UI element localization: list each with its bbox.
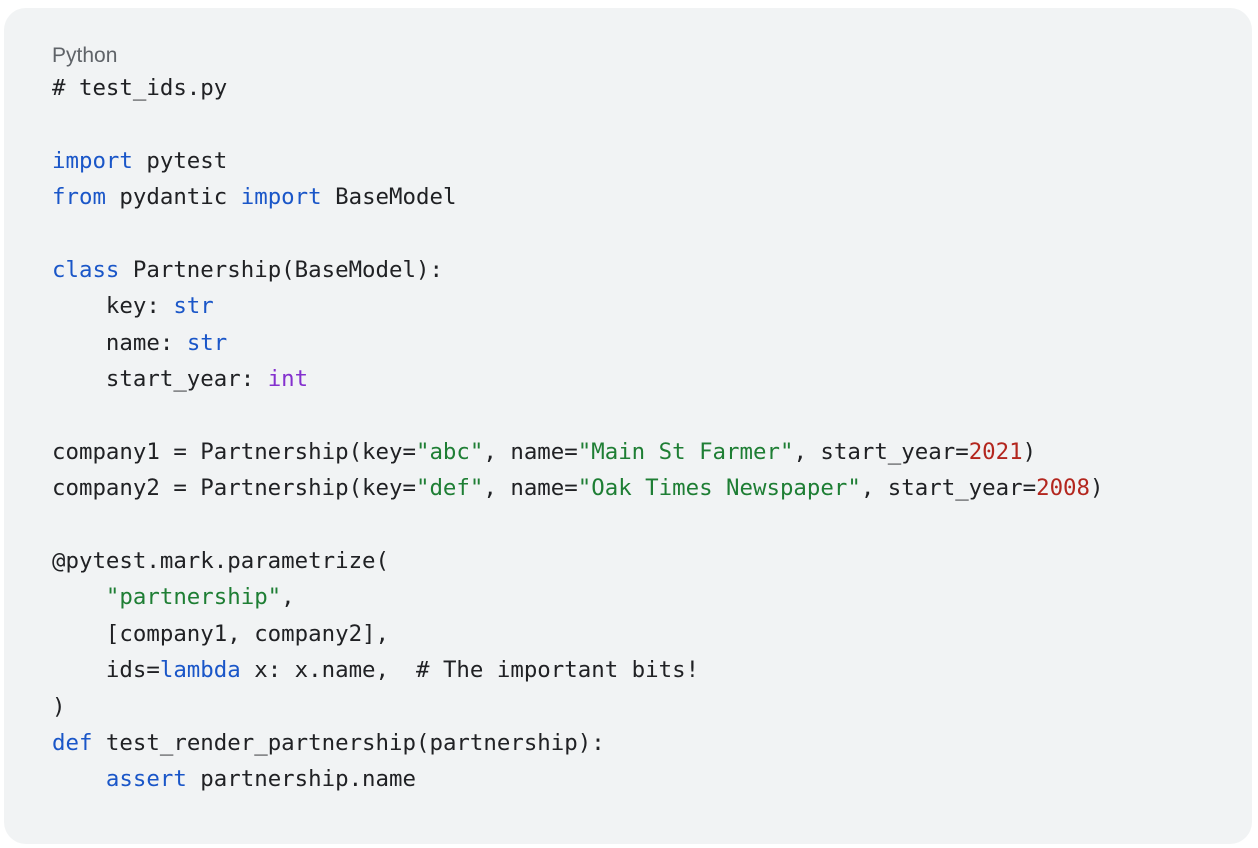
- code-line: [52, 507, 1104, 543]
- code-token: company2 = Partnership(key=: [52, 475, 416, 502]
- code-token: ): [1022, 438, 1037, 465]
- code-token: lambda: [159, 657, 241, 684]
- code-token: [52, 584, 106, 610]
- code-token: str: [186, 329, 228, 356]
- code-token: partnership.name: [186, 766, 416, 793]
- code-token: ,: [281, 584, 295, 611]
- code-token: "abc": [415, 438, 484, 465]
- code-token: , name=: [483, 475, 578, 502]
- code-token: "def": [415, 475, 484, 502]
- code-line: class Partnership(BaseModel):: [52, 252, 1104, 288]
- code-token: 2021: [968, 438, 1023, 465]
- code-token: key:: [52, 293, 174, 320]
- code-line: ids=lambda x: x.name, # The important bi…: [52, 652, 1104, 688]
- code-token: test_render_partnership(partnership):: [92, 730, 605, 757]
- code-token: "Oak Times Newspaper": [577, 475, 861, 502]
- code-token: start_year:: [52, 366, 268, 393]
- code-token: BaseModel: [321, 184, 457, 211]
- code-token: @pytest.mark.parametrize(: [52, 548, 390, 575]
- code-token: 2008: [1036, 475, 1091, 502]
- code-token: # test_ids.py: [52, 75, 228, 101]
- code-token: [company1, company2],: [52, 620, 390, 647]
- code-line: import pytest: [52, 143, 1104, 179]
- code-line: company2 = Partnership(key="def", name="…: [52, 470, 1104, 506]
- code-line: company1 = Partnership(key="abc", name="…: [52, 434, 1104, 470]
- code-token: class: [52, 256, 120, 283]
- code-token: # The important bits!: [415, 657, 700, 684]
- code-token: from: [52, 184, 106, 211]
- code-token: ): [52, 693, 66, 720]
- code-token: assert: [105, 766, 187, 793]
- code-line: name: str: [52, 325, 1104, 361]
- code-token: x: x.name,: [240, 657, 416, 684]
- code-token: pytest: [132, 147, 228, 174]
- code-line: [company1, company2],: [52, 616, 1104, 652]
- code-line: def test_render_partnership(partnership)…: [52, 725, 1104, 761]
- code-token: def: [52, 730, 93, 757]
- code-token: int: [267, 366, 309, 393]
- code-token: ): [1090, 475, 1104, 502]
- code-token: pydantic: [105, 184, 241, 211]
- code-token: "Main St Farmer": [577, 438, 794, 465]
- code-token: company1 = Partnership(key=: [52, 438, 416, 465]
- code-token: ids=: [52, 657, 160, 684]
- code-token: , start_year=: [793, 438, 969, 465]
- code-token: name:: [52, 329, 187, 356]
- code-token: import: [52, 147, 133, 174]
- code-token: str: [173, 293, 214, 320]
- code-line: [52, 216, 1104, 252]
- code-line: key: str: [52, 288, 1104, 324]
- code-token: Partnership(BaseModel):: [119, 256, 443, 283]
- code-language-label: Python: [52, 44, 118, 67]
- code-line: assert partnership.name: [52, 761, 1104, 797]
- code-line: @pytest.mark.parametrize(: [52, 543, 1104, 579]
- code-line: [52, 398, 1104, 434]
- code-token: , start_year=: [860, 475, 1037, 502]
- code-line: [52, 106, 1104, 142]
- code-line: "partnership",: [52, 579, 1104, 615]
- code-token: [52, 766, 106, 792]
- code-line: from pydantic import BaseModel: [52, 179, 1104, 215]
- code-token: "partnership": [105, 584, 282, 611]
- code-line: # test_ids.py: [52, 70, 1104, 106]
- code-token: import: [240, 184, 322, 211]
- code-line: ): [52, 689, 1104, 725]
- code-line: start_year: int: [52, 361, 1104, 397]
- code-token: , name=: [483, 438, 578, 465]
